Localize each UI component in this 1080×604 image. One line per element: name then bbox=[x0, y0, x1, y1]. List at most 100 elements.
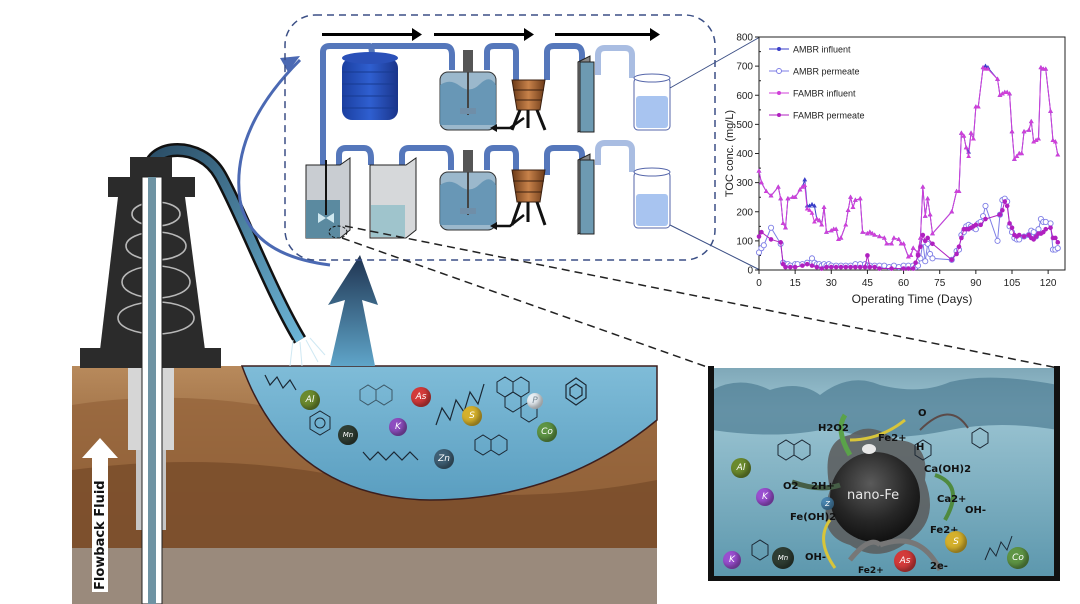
data-point bbox=[760, 242, 767, 249]
oxygen-label: O bbox=[918, 408, 927, 419]
data-point bbox=[836, 236, 841, 242]
data-point bbox=[961, 133, 967, 138]
fe2-top-label: Fe2+ bbox=[878, 433, 907, 444]
data-point bbox=[802, 182, 808, 188]
x-tick-label: 75 bbox=[934, 278, 946, 289]
legend-marker bbox=[777, 113, 781, 117]
2h-label: 2H+ bbox=[811, 481, 835, 492]
x-axis-label: Operating Time (Days) bbox=[852, 292, 973, 306]
data-point bbox=[905, 254, 911, 259]
data-point bbox=[819, 266, 824, 271]
reactor-ion-s-badge: S bbox=[945, 531, 967, 553]
data-point bbox=[809, 263, 815, 268]
data-point bbox=[915, 249, 921, 255]
data-point bbox=[1048, 225, 1053, 231]
legend-marker bbox=[777, 91, 781, 95]
data-point bbox=[980, 64, 986, 70]
pyrene-icon bbox=[496, 376, 538, 423]
x-tick-label: 120 bbox=[1040, 278, 1057, 289]
flowback-arrow-icon bbox=[82, 438, 118, 592]
data-point bbox=[848, 194, 853, 199]
data-point bbox=[910, 266, 916, 271]
graphene-icon bbox=[565, 377, 587, 406]
data-point bbox=[867, 229, 873, 234]
data-point bbox=[869, 230, 875, 236]
membrane-module bbox=[577, 55, 595, 133]
flow-direction-arrows bbox=[322, 28, 660, 41]
data-point bbox=[1047, 220, 1054, 227]
data-point bbox=[759, 229, 764, 235]
data-point bbox=[997, 92, 1003, 97]
data-point bbox=[857, 264, 863, 270]
data-point bbox=[852, 197, 858, 202]
data-point bbox=[816, 217, 822, 223]
nano-fe-label: nano-Fe bbox=[847, 488, 900, 503]
data-point bbox=[968, 130, 974, 135]
legend-entry: FAMBR permeate bbox=[793, 111, 865, 121]
data-point bbox=[800, 263, 805, 268]
alkane-chain-icon bbox=[264, 374, 297, 391]
data-point bbox=[867, 264, 873, 270]
ion-zn-badge: Zn bbox=[434, 449, 454, 469]
data-point bbox=[759, 180, 764, 185]
flowback-pond bbox=[240, 365, 658, 501]
nano-fe-reactor-inset bbox=[708, 366, 1060, 581]
data-point bbox=[824, 229, 829, 234]
stirred-bioreactor bbox=[439, 50, 497, 131]
data-point bbox=[1012, 156, 1017, 161]
data-point bbox=[901, 266, 906, 271]
nano-fe-pretreatment-tank bbox=[305, 157, 351, 239]
data-point bbox=[809, 201, 815, 207]
data-point bbox=[763, 188, 769, 193]
y-tick-label: 400 bbox=[736, 149, 753, 160]
data-point bbox=[862, 264, 868, 270]
reactor-ion-k-badge: K bbox=[756, 488, 774, 506]
data-point bbox=[821, 204, 827, 209]
benzene-ring-icon bbox=[309, 410, 331, 436]
data-point bbox=[819, 222, 825, 227]
data-point bbox=[927, 212, 933, 217]
data-point bbox=[999, 91, 1005, 96]
data-point bbox=[910, 245, 916, 250]
caoh2-label: Ca(OH)2 bbox=[924, 464, 972, 475]
data-point bbox=[1016, 232, 1022, 238]
data-point bbox=[1036, 136, 1041, 141]
reactor-ion-k-badge: K bbox=[723, 551, 741, 569]
data-point bbox=[824, 264, 829, 270]
data-point bbox=[920, 232, 926, 238]
y-tick-label: 700 bbox=[736, 62, 753, 73]
oh-left-label: OH- bbox=[805, 552, 827, 563]
data-point bbox=[1033, 137, 1039, 142]
data-point bbox=[985, 66, 991, 71]
data-point bbox=[783, 225, 788, 230]
data-point bbox=[959, 235, 964, 241]
data-point bbox=[889, 241, 894, 246]
reactor-diagram-frame bbox=[284, 14, 716, 261]
flowback-fluid-label: Flowback Fluid bbox=[93, 480, 108, 590]
data-point bbox=[956, 188, 962, 193]
reactor-ion-al-badge: Al bbox=[731, 458, 751, 478]
data-point bbox=[807, 203, 812, 208]
ion-p-badge: P bbox=[527, 393, 543, 409]
data-point bbox=[889, 266, 894, 271]
data-point bbox=[1054, 245, 1061, 252]
data-point bbox=[920, 184, 926, 189]
data-point bbox=[1035, 226, 1042, 233]
data-point bbox=[872, 264, 877, 270]
data-point bbox=[843, 264, 849, 270]
reactor-ion-as-badge: As bbox=[894, 550, 916, 572]
data-point bbox=[788, 264, 793, 270]
data-point bbox=[828, 228, 834, 233]
zoom-guide-line bbox=[341, 237, 711, 369]
data-point bbox=[860, 229, 866, 234]
data-point bbox=[983, 216, 988, 222]
legend-marker bbox=[776, 68, 782, 74]
y-tick-label: 500 bbox=[736, 120, 753, 131]
connector-line bbox=[669, 36, 761, 89]
data-point bbox=[913, 260, 918, 266]
data-point bbox=[949, 257, 955, 263]
data-point bbox=[828, 264, 834, 270]
data-point bbox=[954, 251, 959, 257]
